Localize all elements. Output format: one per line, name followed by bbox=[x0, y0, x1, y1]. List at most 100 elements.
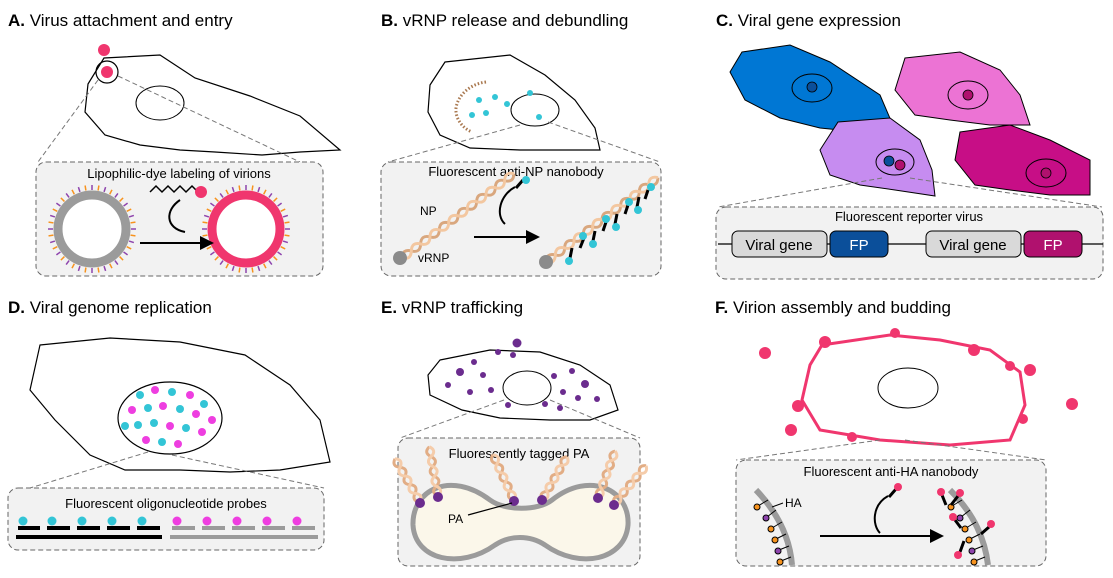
zoom-line bbox=[717, 177, 883, 208]
membrane-protein bbox=[251, 185, 254, 191]
panel-a-title: A. Virus attachment and entry bbox=[8, 11, 233, 30]
ha-spikes-left bbox=[753, 499, 792, 566]
membrane-protein bbox=[219, 192, 224, 198]
membrane-protein bbox=[84, 267, 87, 273]
zoom-line bbox=[547, 121, 661, 163]
fp-blue-box bbox=[829, 230, 889, 258]
membrane-protein bbox=[282, 214, 289, 218]
panel-e-inset-label: Fluorescently tagged PA bbox=[449, 446, 590, 461]
membrane-protein bbox=[114, 260, 119, 266]
membrane-protein bbox=[128, 240, 135, 244]
membrane-protein bbox=[109, 263, 113, 269]
dye-headgroup bbox=[195, 186, 207, 198]
membrane-protein bbox=[84, 185, 87, 191]
membrane-protein bbox=[219, 260, 224, 266]
viral-gene-label: Viral gene bbox=[745, 237, 812, 254]
zoom-line bbox=[117, 75, 301, 163]
membrane-protein bbox=[48, 221, 54, 224]
membrane-protein bbox=[71, 189, 75, 195]
pa-label: PA bbox=[448, 512, 463, 526]
membrane-protein bbox=[130, 221, 136, 224]
panel-d-nucleus bbox=[117, 381, 223, 455]
membrane-protein bbox=[263, 263, 267, 269]
membrane-protein bbox=[225, 189, 229, 195]
membrane-protein bbox=[123, 202, 129, 207]
budding-virions bbox=[759, 328, 1078, 442]
zoom-line bbox=[29, 451, 149, 489]
membrane-protein bbox=[60, 256, 65, 261]
labeled-virion bbox=[202, 185, 290, 273]
bound-ha-nanobodies bbox=[937, 488, 995, 559]
viral-gene-box bbox=[925, 230, 1022, 258]
membrane-protein bbox=[123, 251, 129, 256]
zoom-line bbox=[909, 177, 1103, 208]
panel-f-cell bbox=[800, 333, 1027, 447]
membrane-protein bbox=[257, 186, 261, 193]
grey-virion bbox=[48, 185, 136, 273]
probes-grey bbox=[172, 516, 315, 530]
cell-magenta bbox=[954, 124, 1091, 196]
nanobody-arrow bbox=[498, 186, 516, 225]
membrane-protein bbox=[214, 256, 219, 261]
membrane-protein bbox=[55, 251, 61, 256]
panel-a: A. Virus attachment and entry Lipophilic… bbox=[8, 11, 342, 277]
panel-f: F. Virion assembly and budding Fluoresce… bbox=[715, 298, 1078, 567]
membrane-protein bbox=[202, 234, 208, 237]
membrane-protein bbox=[130, 234, 136, 237]
panel-c-title: C. Viral gene expression bbox=[716, 11, 901, 30]
membrane-protein bbox=[284, 221, 290, 224]
panel-a-virion bbox=[101, 66, 113, 78]
membrane-protein bbox=[284, 234, 290, 237]
panel-c-inset bbox=[715, 206, 1104, 280]
membrane-protein bbox=[268, 260, 273, 266]
arrow-head bbox=[526, 230, 540, 244]
membrane-protein bbox=[97, 267, 100, 273]
membrane-protein bbox=[206, 246, 212, 250]
nanobody-dye bbox=[522, 176, 530, 184]
panel-e-nucleus bbox=[502, 370, 552, 406]
membrane-protein bbox=[206, 208, 212, 212]
dye-molecule bbox=[149, 184, 199, 194]
fp-blue-label: FP bbox=[849, 237, 868, 254]
ha-label: HA bbox=[785, 496, 802, 510]
membrane-protein bbox=[128, 214, 135, 218]
reaction-arrow bbox=[168, 199, 186, 233]
panel-c: C. Viral gene expression Fluorescent rep… bbox=[715, 11, 1104, 280]
membrane-protein bbox=[126, 246, 132, 250]
membrane-protein bbox=[97, 185, 100, 191]
np-label: NP bbox=[420, 204, 437, 218]
polymerase bbox=[393, 251, 407, 265]
membrane-protein bbox=[273, 197, 278, 202]
panel-b: B. vRNP release and debundling Fluoresce… bbox=[380, 11, 662, 277]
membrane-protein bbox=[203, 214, 210, 218]
membrane-protein bbox=[119, 197, 124, 202]
nanobody-arrow bbox=[873, 495, 889, 534]
membrane-protein bbox=[71, 263, 75, 269]
panel-d-title: D. Viral genome replication bbox=[8, 298, 212, 317]
membrane-protein bbox=[119, 256, 124, 261]
membrane-protein bbox=[77, 186, 81, 193]
membrane-protein bbox=[65, 260, 70, 266]
polymerase bbox=[539, 255, 553, 269]
membrane-protein bbox=[277, 202, 283, 207]
zoom-line bbox=[549, 399, 641, 439]
membrane-protein bbox=[52, 246, 58, 250]
vrnp-dots bbox=[469, 90, 542, 120]
membrane-protein bbox=[280, 208, 286, 212]
membrane-left bbox=[753, 487, 795, 566]
membrane-protein bbox=[238, 185, 241, 191]
nanobody-dye bbox=[894, 483, 902, 491]
panel-a-virion bbox=[98, 44, 110, 56]
probe-dots bbox=[121, 386, 216, 448]
membrane-protein bbox=[65, 192, 70, 198]
membrane-protein bbox=[49, 240, 56, 244]
zoom-line bbox=[37, 79, 99, 163]
viral-gene-box bbox=[731, 230, 828, 258]
membrane-protein bbox=[282, 240, 289, 244]
zoom-line bbox=[387, 124, 521, 163]
fp-magenta-label: FP bbox=[1043, 237, 1062, 254]
membrane-protein bbox=[225, 263, 229, 269]
membrane-protein bbox=[209, 251, 215, 256]
membrane-protein bbox=[49, 214, 56, 218]
fp-magenta-box bbox=[1023, 230, 1083, 258]
